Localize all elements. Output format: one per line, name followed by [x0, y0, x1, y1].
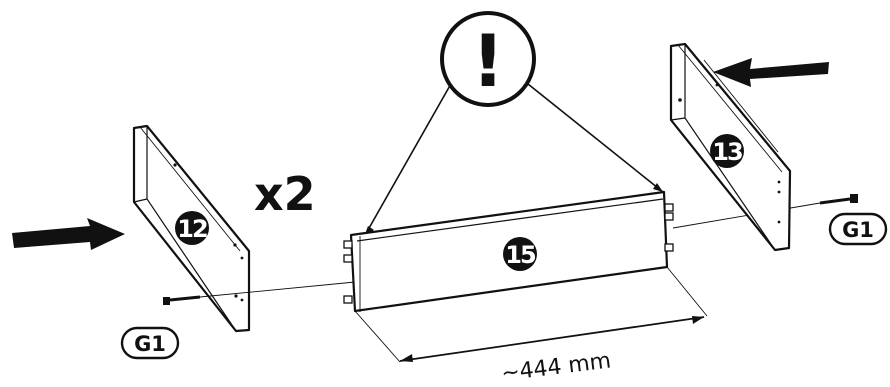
- dimension-label: ~444 mm: [500, 348, 613, 383]
- svg-text:12: 12: [177, 215, 207, 243]
- screw-icon: [163, 295, 201, 305]
- fitting-label-left: G1: [120, 326, 180, 360]
- exclamation-icon: !: [472, 19, 505, 103]
- quantity-label: x2: [254, 167, 316, 221]
- arrow-left-icon: [713, 58, 829, 87]
- part-badge-12: 12: [175, 211, 209, 245]
- arrow-right-icon: [12, 218, 125, 250]
- fitting-label-right: G1: [828, 212, 888, 246]
- part-badge-15: 15: [503, 237, 538, 271]
- screw-icon: [819, 194, 858, 205]
- dimension-line: [354, 266, 708, 363]
- svg-text:G1: G1: [842, 218, 874, 242]
- svg-text:13: 13: [712, 138, 742, 166]
- svg-text:15: 15: [505, 241, 536, 269]
- warning-callout: !: [363, 11, 664, 238]
- svg-text:G1: G1: [134, 332, 166, 356]
- part-badge-13: 13: [710, 134, 744, 168]
